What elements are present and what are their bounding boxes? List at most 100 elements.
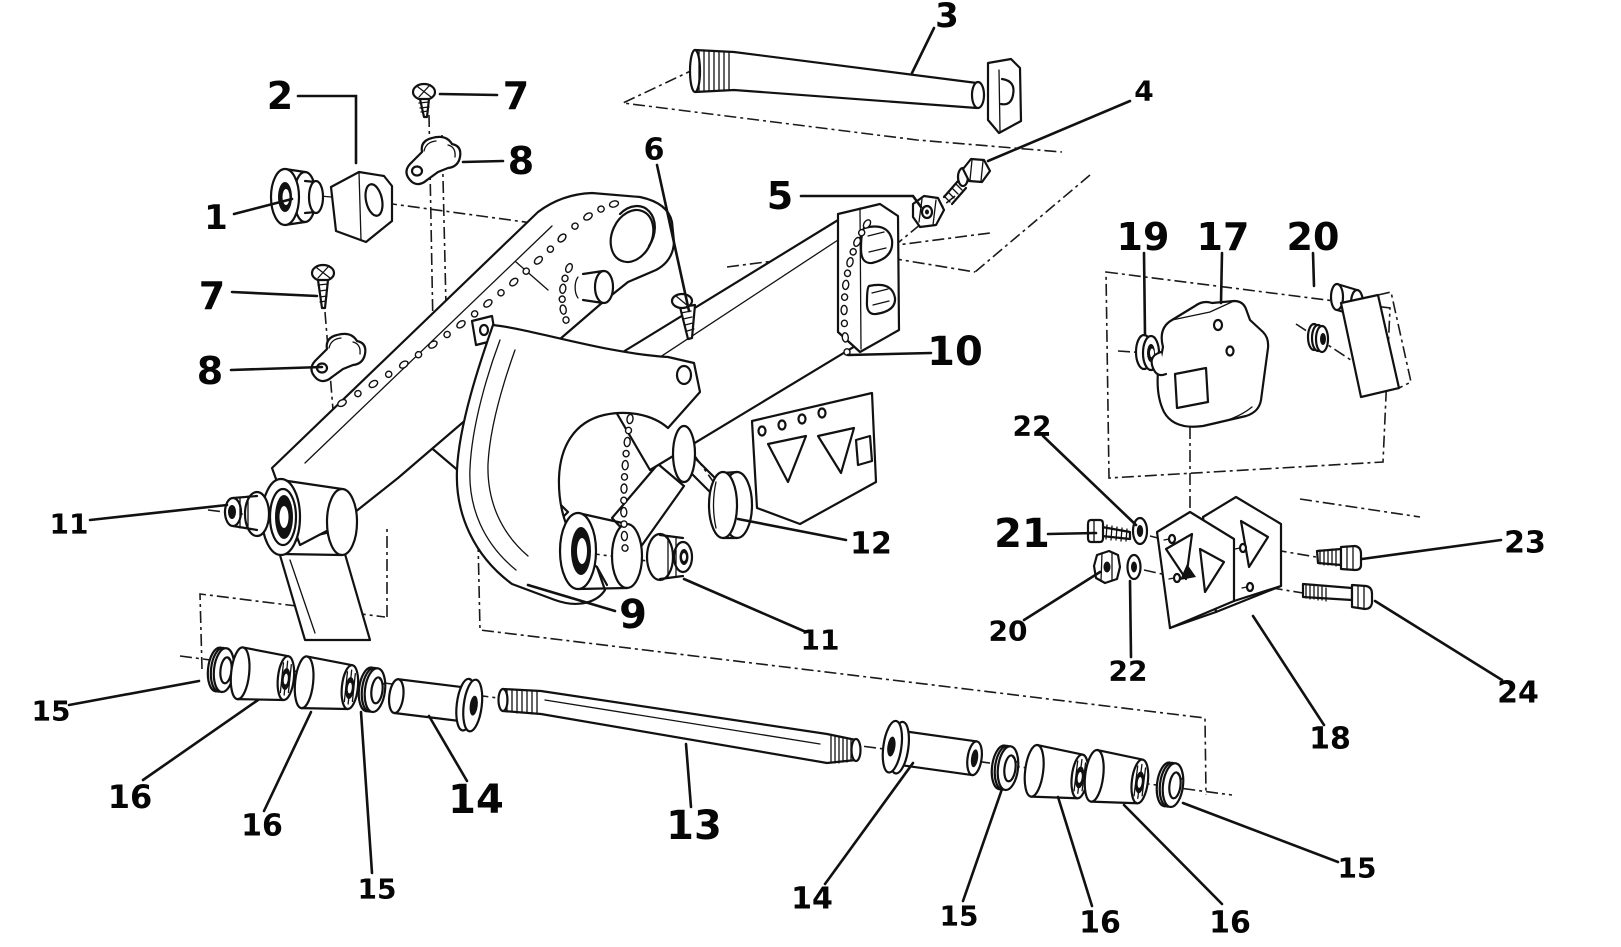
- guard-bracket: [750, 391, 878, 526]
- washer-22-upper: [1131, 516, 1149, 546]
- part-number-label: 15: [32, 695, 71, 728]
- part-number-label: 15: [358, 873, 397, 906]
- left-pivot-boss: [260, 477, 359, 557]
- leader-line: [88, 503, 229, 522]
- leader-line: [986, 99, 1132, 163]
- callout-2: 2: [267, 74, 358, 165]
- leader-line: [427, 714, 469, 783]
- callout-7: 7: [199, 274, 319, 318]
- leader-line: [526, 583, 617, 613]
- part-number-label: 3: [935, 0, 959, 36]
- top-axle: [688, 48, 1023, 135]
- pivot-nut-center: [645, 532, 694, 582]
- mount-bracket: [329, 170, 394, 244]
- callout-22: 22: [1109, 579, 1147, 688]
- part-number-label: 17: [1197, 215, 1250, 259]
- part-number-label: 16: [108, 778, 153, 816]
- callout-14: 14: [791, 761, 915, 917]
- callout-9: 9: [526, 583, 647, 638]
- leader-line: [1251, 614, 1326, 727]
- part-number-label: 14: [791, 882, 833, 917]
- bolt-24: [1301, 582, 1374, 611]
- part-number-label: 23: [1504, 526, 1546, 561]
- adjuster-bolt: [942, 157, 992, 206]
- chain-tensioner: [1150, 299, 1270, 428]
- part-number-label: 6: [644, 133, 665, 168]
- needle-bearing: [1080, 747, 1153, 810]
- needle-bearing: [1020, 742, 1093, 805]
- leader-line: [799, 194, 923, 209]
- callout-17: 17: [1197, 215, 1250, 305]
- leader-line: [1046, 531, 1098, 536]
- needle-bearing: [291, 654, 362, 715]
- needle-bearing: [227, 645, 298, 706]
- leader-line: [846, 351, 933, 357]
- part-number-label: 21: [994, 511, 1050, 557]
- part-number-label: 13: [666, 803, 722, 849]
- pivot-shaft: [497, 687, 862, 765]
- callout-6: 6: [644, 133, 691, 313]
- part-number-label: 4: [1134, 75, 1153, 108]
- leader-line: [296, 94, 358, 165]
- spacer-left: [387, 677, 484, 733]
- part-number-label: 10: [927, 329, 983, 375]
- leader-line: [359, 710, 374, 875]
- frame-mount-plate: [1339, 291, 1412, 399]
- callout-11: 11: [682, 577, 839, 657]
- part-number-label: 14: [448, 777, 504, 823]
- screw-7-lower: [310, 263, 336, 310]
- part-number-label: 16: [1209, 906, 1251, 941]
- seal-ring: [988, 743, 1022, 793]
- callout-16: 16: [108, 698, 260, 816]
- part-number-label: 19: [1117, 215, 1170, 259]
- part-number-label: 16: [1079, 906, 1121, 941]
- leader-line: [823, 761, 915, 886]
- part-number-label: 12: [850, 527, 892, 562]
- part-number-label: 7: [199, 274, 225, 318]
- leader-line: [1311, 251, 1316, 288]
- part-number-label: 11: [50, 508, 89, 541]
- callout-20: 20: [1287, 215, 1339, 288]
- leader-line: [1128, 579, 1133, 659]
- callout-20: 20: [989, 570, 1102, 648]
- part-number-label: 22: [1013, 410, 1052, 443]
- drive-chain: [337, 200, 872, 552]
- leader-line: [1360, 538, 1503, 561]
- leader-line: [655, 163, 691, 313]
- guide-nut-20: [1092, 549, 1122, 585]
- leader-line: [1041, 434, 1138, 527]
- callout-10: 10: [846, 329, 983, 375]
- leader-line: [682, 577, 808, 634]
- clamp-8-lower: [310, 332, 367, 383]
- screw-7-upper: [411, 82, 437, 119]
- leader-line: [262, 710, 313, 813]
- callout-18: 18: [1251, 614, 1351, 757]
- leader-line: [736, 517, 848, 542]
- leader-line: [1022, 570, 1102, 622]
- center-pivot-boss: [558, 511, 644, 591]
- part-number-label: 5: [767, 174, 793, 218]
- leader-line: [1373, 599, 1504, 682]
- callout-11: 11: [50, 503, 229, 541]
- callout-7: 7: [438, 74, 529, 118]
- callout-8: 8: [461, 139, 534, 183]
- part-number-label: 15: [1338, 852, 1377, 885]
- leader-line: [1122, 803, 1224, 906]
- leader-line: [141, 698, 260, 782]
- part-number-label: 18: [1309, 722, 1351, 757]
- end-cap: [707, 470, 754, 540]
- callout-16: 16: [241, 710, 313, 844]
- callout-16: 16: [1056, 795, 1121, 941]
- leader-line: [229, 365, 324, 372]
- part-number-label: 15: [940, 900, 979, 933]
- adjuster-nut: [911, 194, 946, 229]
- part-number-label: 2: [267, 74, 293, 118]
- part-number-label: 20: [989, 615, 1028, 648]
- callout-15: 15: [32, 679, 201, 728]
- pivot-nut-left: [223, 490, 271, 538]
- leader-line: [684, 742, 693, 809]
- callout-22: 22: [1013, 410, 1138, 527]
- part-number-label: 1: [204, 198, 228, 238]
